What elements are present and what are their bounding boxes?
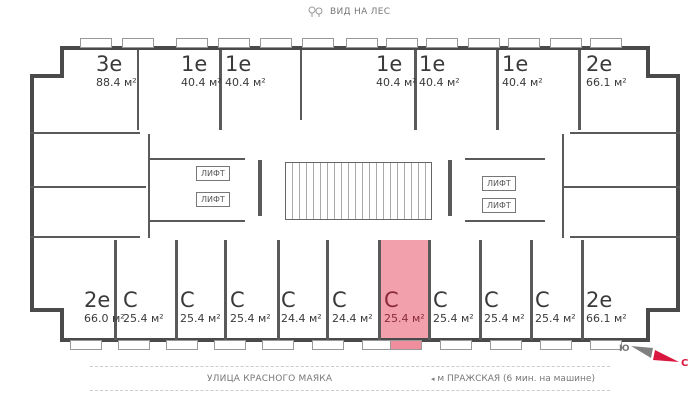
lift-left-1: ЛИФТ bbox=[196, 166, 230, 181]
floor-plan: ЛИФТ ЛИФТ ЛИФТ ЛИФТ 3е 88.4 м² 1е 40.4 м… bbox=[30, 36, 680, 350]
unit-bottom-c-2[interactable]: С 25.4 м² bbox=[180, 288, 221, 325]
compass-south-label: Ю bbox=[619, 344, 630, 354]
unit-bottom-c-9[interactable]: С 25.4 м² bbox=[535, 288, 576, 325]
unit-bottom-c-3[interactable]: С 25.4 м² bbox=[230, 288, 271, 325]
unit-bottom-2e-right[interactable]: 2е 66.1 м² bbox=[586, 288, 627, 325]
unit-top-1e-e[interactable]: 1е 40.4 м² bbox=[502, 52, 543, 89]
unit-bottom-c-selected[interactable]: С 25.4 м² bbox=[384, 288, 425, 325]
unit-bottom-c-8[interactable]: С 25.4 м² bbox=[484, 288, 525, 325]
lift-left-2: ЛИФТ bbox=[196, 192, 230, 207]
compass-arrow-icon bbox=[631, 346, 679, 362]
unit-bottom-c-1[interactable]: С 25.4 м² bbox=[123, 288, 164, 325]
lift-right-1: ЛИФТ bbox=[482, 176, 516, 191]
selected-unit-highlight[interactable] bbox=[378, 240, 430, 342]
triangle-left-icon: ◂ bbox=[431, 375, 435, 383]
unit-top-3e[interactable]: 3е 88.4 м² bbox=[96, 52, 137, 89]
unit-bottom-c-4[interactable]: С 24.4 м² bbox=[281, 288, 322, 325]
unit-bottom-c-7[interactable]: С 25.4 м² bbox=[433, 288, 474, 325]
unit-top-1e-c[interactable]: 1е 40.4 м² bbox=[376, 52, 417, 89]
unit-bottom-2e-left[interactable]: 2е 66.0 м² bbox=[84, 288, 125, 325]
unit-bottom-c-5[interactable]: С 24.4 м² bbox=[332, 288, 373, 325]
street-label: УЛИЦА КРАСНОГО МАЯКА bbox=[207, 374, 333, 384]
unit-top-1e-a[interactable]: 1е 40.4 м² bbox=[181, 52, 222, 89]
staircase bbox=[285, 162, 432, 220]
metro-label-text: м ПРАЖСКАЯ (6 мин. на машине) bbox=[437, 374, 595, 384]
compass-north-label: С bbox=[681, 358, 689, 369]
divider-bottom bbox=[90, 390, 610, 391]
unit-top-1e-b[interactable]: 1е 40.4 м² bbox=[225, 52, 266, 89]
unit-top-2e[interactable]: 2е 66.1 м² bbox=[586, 52, 627, 89]
trees-icon bbox=[308, 6, 323, 17]
unit-top-1e-d[interactable]: 1е 40.4 м² bbox=[419, 52, 460, 89]
divider-top bbox=[90, 366, 610, 367]
metro-label: ◂ м ПРАЖСКАЯ (6 мин. на машине) bbox=[431, 374, 595, 384]
view-label-text: ВИД НА ЛЕС bbox=[330, 7, 391, 17]
lift-right-2: ЛИФТ bbox=[482, 198, 516, 213]
view-direction-label: ВИД НА ЛЕС bbox=[308, 6, 390, 18]
compass: Ю С bbox=[615, 340, 695, 380]
